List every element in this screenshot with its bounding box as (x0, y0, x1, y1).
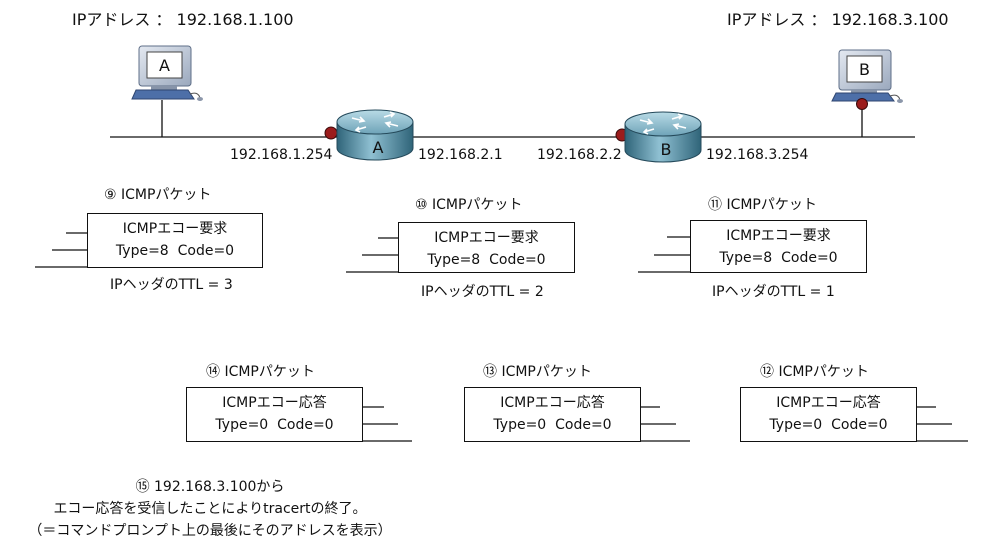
host-b-computer-icon: B (831, 49, 903, 137)
conclusion-line-2: エコー応答を受信したことによりtracertの終了。 (53, 501, 367, 517)
router-a-interface-dot (324, 126, 338, 140)
packet-type-text: ICMPエコー要求 (434, 230, 539, 246)
packet-ttl-label: IPヘッダのTTL = 1 (712, 284, 835, 300)
packet-type-text: ICMPエコー応答 (500, 395, 605, 411)
icmp-reply-packet: ICMPエコー応答 Type=0 Code=0 (464, 387, 641, 442)
router-a-left-ip: 192.168.1.254 (230, 147, 333, 163)
host-b-screen-label: B (859, 60, 870, 79)
packet-step-label: ⑨ ICMPパケット (104, 187, 212, 203)
request-packet-lead-lines (35, 232, 690, 273)
packet-step-label: ⑪ ICMPパケット (708, 197, 817, 213)
router-b-left-ip: 192.168.2.2 (537, 147, 622, 163)
router-b-icon: B (615, 111, 702, 163)
packet-step-label: ⑭ ICMPパケット (206, 364, 315, 380)
conclusion-line-3: （＝コマンドプロンプト上の最後にそのアドレスを表示） (28, 523, 392, 539)
host-a-ip-label: IPアドレス ： 192.168.1.100 (72, 10, 294, 29)
packet-type-text: ICMPエコー応答 (776, 395, 881, 411)
icmp-request-packet: ICMPエコー要求 Type=8 Code=0 (690, 220, 867, 273)
packet-step-label: ⑩ ICMPパケット (415, 197, 523, 213)
packet-step-label: ⑬ ICMPパケット (483, 364, 592, 380)
conclusion-line-1: ⑮ 192.168.3.100から (135, 479, 285, 495)
packet-code-text: Type=0 Code=0 (215, 417, 334, 433)
reply-packet-lead-lines (362, 406, 968, 442)
router-a-icon: A (324, 109, 414, 161)
host-a-screen-label: A (159, 56, 170, 75)
packet-ttl-label: IPヘッダのTTL = 2 (421, 284, 544, 300)
packet-code-text: Type=8 Code=0 (427, 252, 546, 268)
packet-code-text: Type=8 Code=0 (719, 250, 838, 266)
packet-ttl-label: IPヘッダのTTL = 3 (110, 277, 233, 293)
router-b-label: B (661, 140, 672, 159)
packet-type-text: ICMPエコー要求 (122, 221, 228, 237)
router-b-right-ip: 192.168.3.254 (706, 147, 809, 163)
packet-code-text: Type=0 Code=0 (493, 417, 612, 433)
host-b-interface-dot (856, 98, 868, 110)
packet-type-text: ICMPエコー要求 (726, 228, 831, 244)
packet-code-text: Type=0 Code=0 (769, 417, 888, 433)
icmp-request-packet: ICMPエコー要求 Type=8 Code=0 (87, 213, 263, 268)
packet-code-text: Type=8 Code=0 (115, 243, 235, 259)
packet-step-label: ⑫ ICMPパケット (760, 364, 869, 380)
router-a-label: A (373, 138, 384, 157)
icmp-reply-packet: ICMPエコー応答 Type=0 Code=0 (740, 387, 917, 442)
host-a-computer-icon: A (131, 45, 203, 137)
host-b-ip-label: IPアドレス ： 192.168.3.100 (727, 10, 949, 29)
icmp-reply-packet: ICMPエコー応答 Type=0 Code=0 (186, 387, 363, 442)
router-a-right-ip: 192.168.2.1 (418, 147, 503, 163)
packet-type-text: ICMPエコー応答 (222, 395, 327, 411)
icmp-request-packet: ICMPエコー要求 Type=8 Code=0 (398, 222, 575, 273)
